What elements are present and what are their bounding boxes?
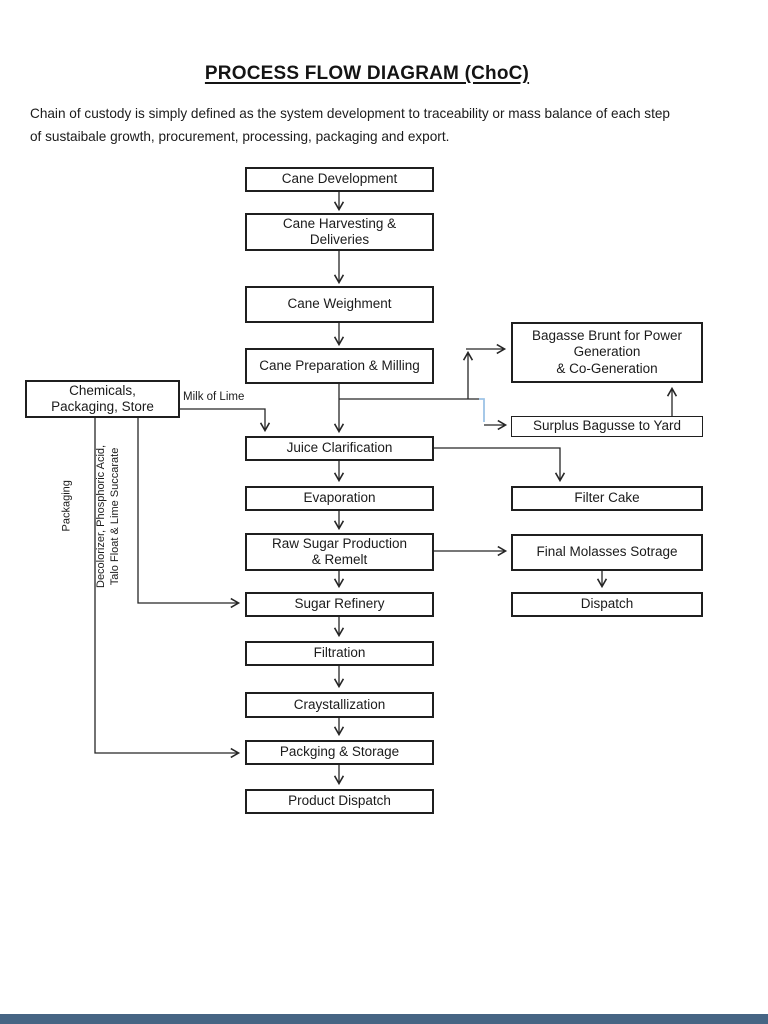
node-cane-preparation: Cane Preparation & Milling	[245, 348, 434, 384]
node-evaporation: Evaporation	[245, 486, 434, 511]
node-sugar-refinery: Sugar Refinery	[245, 592, 434, 617]
footer-bar	[0, 1014, 768, 1024]
line-blue-elbow	[479, 398, 485, 422]
node-craystallization: Craystallization	[245, 692, 434, 718]
arrow-decolorizer-feed	[137, 418, 241, 609]
node-bagasse-power: Bagasse Brunt for Power Generation & Co-…	[511, 322, 703, 383]
intro-paragraph: Chain of custody is simply defined as th…	[30, 106, 670, 144]
node-filter-cake: Filter Cake	[511, 486, 703, 511]
node-chemicals-store: Chemicals, Packaging, Store	[25, 380, 180, 418]
page-title: PROCESS FLOW DIAGRAM (ChoC)	[204, 63, 530, 84]
node-filtration: Filtration	[245, 641, 434, 666]
node-cane-harvesting: Cane Harvesting & Deliveries	[245, 213, 434, 251]
arrow-milk-of-lime	[180, 408, 271, 433]
node-product-dispatch: Product Dispatch	[245, 789, 434, 814]
arrow-juice-to-filtercake	[434, 447, 566, 483]
node-raw-sugar: Raw Sugar Production & Remelt	[245, 533, 434, 571]
node-surplus-bagasse: Surplus Bagusse to Yard	[511, 416, 703, 437]
node-cane-weighment: Cane Weighment	[245, 286, 434, 323]
node-cane-development: Cane Development	[245, 167, 434, 192]
label-packaging-vertical: Packaging	[60, 480, 73, 532]
label-decolorizer-vertical: Decolorizer, Phosphoric Acid, Talo Float…	[95, 444, 121, 588]
label-milk-of-lime: Milk of Lime	[183, 391, 245, 403]
arrow-packaging-feed	[94, 418, 241, 759]
node-juice-clarification: Juice Clarification	[245, 436, 434, 461]
node-final-molasses: Final Molasses Sotrage	[511, 534, 703, 571]
node-packging-storage: Packging & Storage	[245, 740, 434, 765]
node-dispatch: Dispatch	[511, 592, 703, 617]
